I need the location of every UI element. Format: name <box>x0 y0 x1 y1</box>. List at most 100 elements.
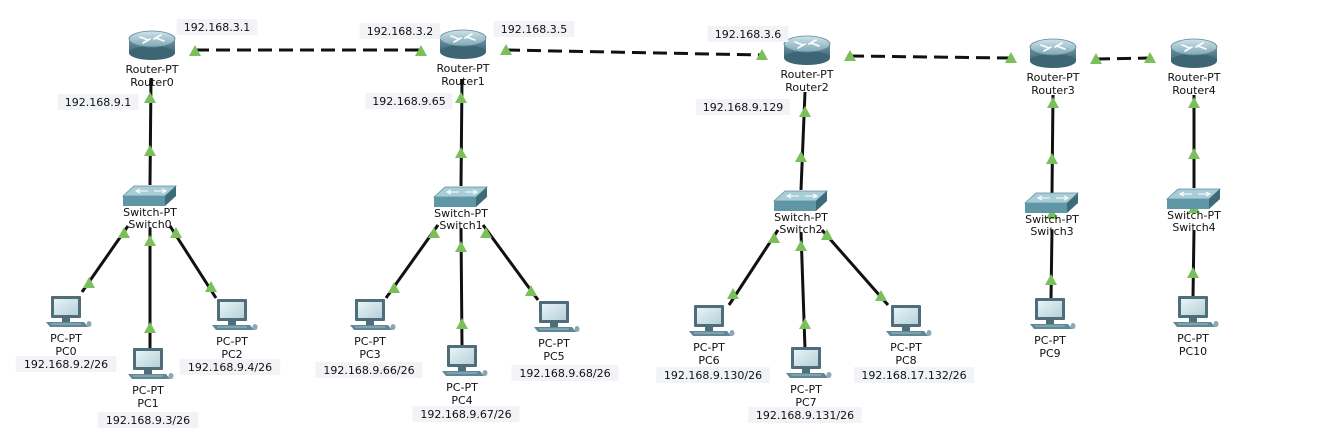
device-type-label: Router-PT <box>125 63 178 76</box>
ip-label-background <box>179 359 281 375</box>
device-name-label: Switch0 <box>128 218 171 231</box>
ip-address-label: 192.168.9.68/26 <box>511 365 619 381</box>
ip-address-text: 192.168.9.1 <box>65 96 131 109</box>
pc-icon <box>441 344 488 377</box>
devices-layer: Router-PTRouter0Router-PTRouter1Router-P… <box>45 29 1221 410</box>
device-type-label: Router-PT <box>1167 71 1220 84</box>
link-up-indicator <box>415 45 427 56</box>
device-name-label: PC4 <box>451 394 472 407</box>
ip-address-text: 192.168.9.2/26 <box>24 358 108 371</box>
link-up-indicator <box>1090 53 1102 64</box>
device-name-label: Router4 <box>1172 84 1215 97</box>
ethernet-link <box>799 91 807 191</box>
link-up-indicator <box>821 229 833 240</box>
router-icon <box>128 30 176 61</box>
device-name-label: PC9 <box>1039 347 1060 360</box>
link-up-indicator <box>118 227 130 238</box>
pc-icon <box>785 346 832 379</box>
ip-address-label: 192.168.9.131/26 <box>748 407 862 423</box>
serial-link <box>849 54 1012 60</box>
device-name-label: PC5 <box>543 350 564 363</box>
ip-label-background <box>511 365 619 381</box>
ip-address-text: 192.168.3.1 <box>184 21 250 34</box>
ip-address-label: 192.168.3.5 <box>493 21 575 37</box>
ip-address-label: 192.168.9.129 <box>696 99 790 115</box>
router-icon <box>439 29 487 60</box>
link-up-indicator <box>455 92 467 103</box>
switch-icon <box>122 185 177 207</box>
link-up-indicator <box>455 147 467 158</box>
ethernet-link <box>1050 94 1055 194</box>
link-up-indicator <box>1046 208 1058 219</box>
device-name-label: Router0 <box>130 76 173 89</box>
ip-address-label: 192.168.3.2 <box>359 23 441 39</box>
link-up-indicator <box>144 145 156 156</box>
ip-label-background <box>57 94 139 110</box>
switch-icon <box>773 190 828 212</box>
device-type-label: PC-PT <box>446 381 478 394</box>
link-up-indicator <box>756 49 768 60</box>
link-up-indicator <box>189 45 201 56</box>
ip-label-background <box>656 367 770 383</box>
ip-address-label: 192.168.9.4/26 <box>179 359 281 375</box>
links-layer <box>80 48 1196 350</box>
device-type-label: Router-PT <box>436 62 489 75</box>
link-up-indicator <box>480 227 492 238</box>
device-type-label: Switch-PT <box>774 211 828 224</box>
pc-icon <box>127 347 174 380</box>
ip-label-background <box>97 412 199 428</box>
ip-address-text: 192.168.17.132/26 <box>861 369 966 382</box>
device-name-label: PC1 <box>137 397 158 410</box>
pc-icon <box>45 295 92 328</box>
device-type-label: Switch-PT <box>1167 209 1221 222</box>
link-up-indicator <box>144 322 156 333</box>
pc-icon <box>688 304 735 337</box>
link-up-indicator <box>1188 97 1200 108</box>
link-up-indicator <box>1187 267 1199 278</box>
ip-address-label: 192.168.9.67/26 <box>412 406 520 422</box>
device-type-label: Router-PT <box>1026 71 1079 84</box>
device-type-label: Switch-PT <box>434 207 488 220</box>
router-icon <box>1029 38 1077 69</box>
ip-label-background <box>176 19 258 35</box>
ip-address-text: 192.168.9.67/26 <box>420 408 511 421</box>
link-up-indicator <box>727 288 739 299</box>
device-name-label: Router3 <box>1031 84 1074 97</box>
device-type-label: PC-PT <box>890 341 922 354</box>
device-type-label: Switch-PT <box>123 206 177 219</box>
link-up-indicator <box>799 106 811 117</box>
link-up-indicator <box>455 241 467 252</box>
ip-address-text: 192.168.9.4/26 <box>188 361 272 374</box>
link-up-indicator <box>144 235 156 246</box>
ip-label-background <box>748 407 862 423</box>
switch-icon <box>1166 188 1221 210</box>
link-up-indicator <box>844 50 856 61</box>
ip-label-background <box>412 406 520 422</box>
device-type-label: PC-PT <box>1034 334 1066 347</box>
ethernet-link <box>799 231 807 350</box>
ip-address-text: 192.168.3.6 <box>715 28 781 41</box>
ip-label-background <box>696 99 790 115</box>
